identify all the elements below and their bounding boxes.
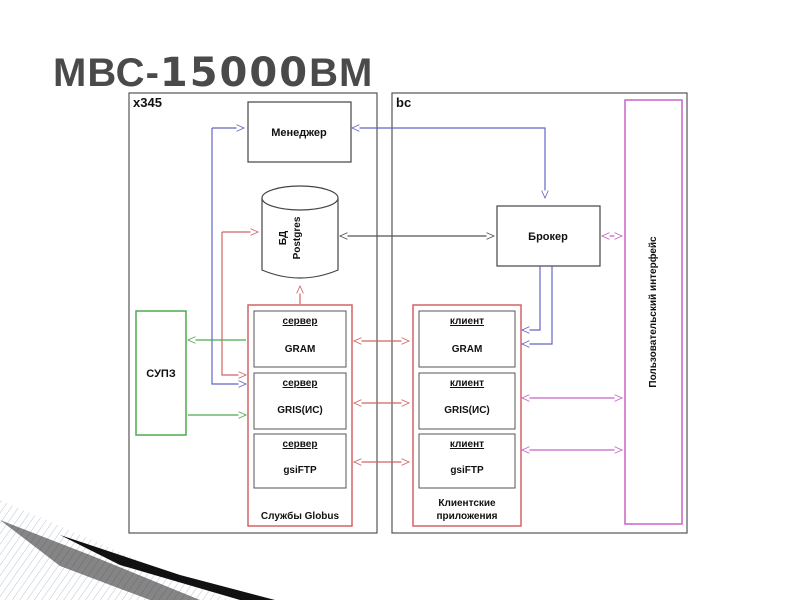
db-label-line2: Postgres (292, 216, 303, 259)
client-gsiftp-name: gsiFTP (450, 465, 484, 476)
client-apps-label-line2: приложения (436, 511, 497, 522)
server-gsiftp-role: сервер (283, 439, 318, 450)
panel-x345-label: x345 (133, 95, 162, 110)
title-suffix: ВМ (309, 51, 374, 95)
user-interface-label: Пользовательский интерфейс (647, 236, 659, 388)
supz-label: СУПЗ (146, 368, 176, 380)
user-interface-box (624, 99, 683, 525)
globus-services-label: Службы Globus (261, 510, 340, 522)
client-gram: клиент GRAM (418, 310, 516, 368)
client-apps-group (412, 304, 522, 527)
purple-connectors (522, 236, 622, 450)
server-gram: сервер GRAM (253, 310, 347, 368)
blue-connectors (211, 128, 553, 384)
broker-box (496, 205, 601, 267)
client-gsiftp: клиент gsiFTP (418, 433, 516, 489)
client-gram-role: клиент (450, 316, 484, 327)
slide-title: МВС-15000ВМ (53, 50, 373, 96)
server-gris-role: сервер (283, 378, 318, 389)
server-gsiftp-name: gsiFTP (283, 465, 317, 476)
manager-box (247, 101, 352, 163)
client-gris: клиент GRIS(ИС) (418, 372, 516, 430)
globus-services-group (247, 304, 353, 527)
client-apps-label-line1: Клиентские (438, 498, 496, 509)
client-gram-name: GRAM (452, 344, 483, 355)
server-gris: сервер GRIS(ИС) (253, 372, 347, 430)
server-gram-role: сервер (283, 316, 318, 327)
server-gsiftp: сервер gsiFTP (253, 433, 347, 489)
manager-label: Менеджер (271, 127, 327, 139)
db-label-line1: БД (278, 231, 289, 245)
server-gris-name: GRIS(ИС) (277, 405, 323, 416)
client-gsiftp-role: клиент (450, 439, 484, 450)
panel-bc-label: bc (396, 95, 411, 110)
panel-x345 (128, 92, 378, 534)
client-gris-role: клиент (450, 378, 484, 389)
server-gram-name: GRAM (285, 344, 316, 355)
broker-label: Брокер (528, 231, 568, 243)
panel-bc (391, 92, 688, 534)
title-prefix: МВС- (53, 51, 160, 95)
red-connectors (221, 232, 409, 462)
database-cylinder (261, 185, 339, 279)
client-gris-name: GRIS(ИС) (444, 405, 490, 416)
green-connectors (188, 340, 246, 415)
title-number: 15000 (159, 50, 310, 96)
supz-box (135, 310, 187, 436)
